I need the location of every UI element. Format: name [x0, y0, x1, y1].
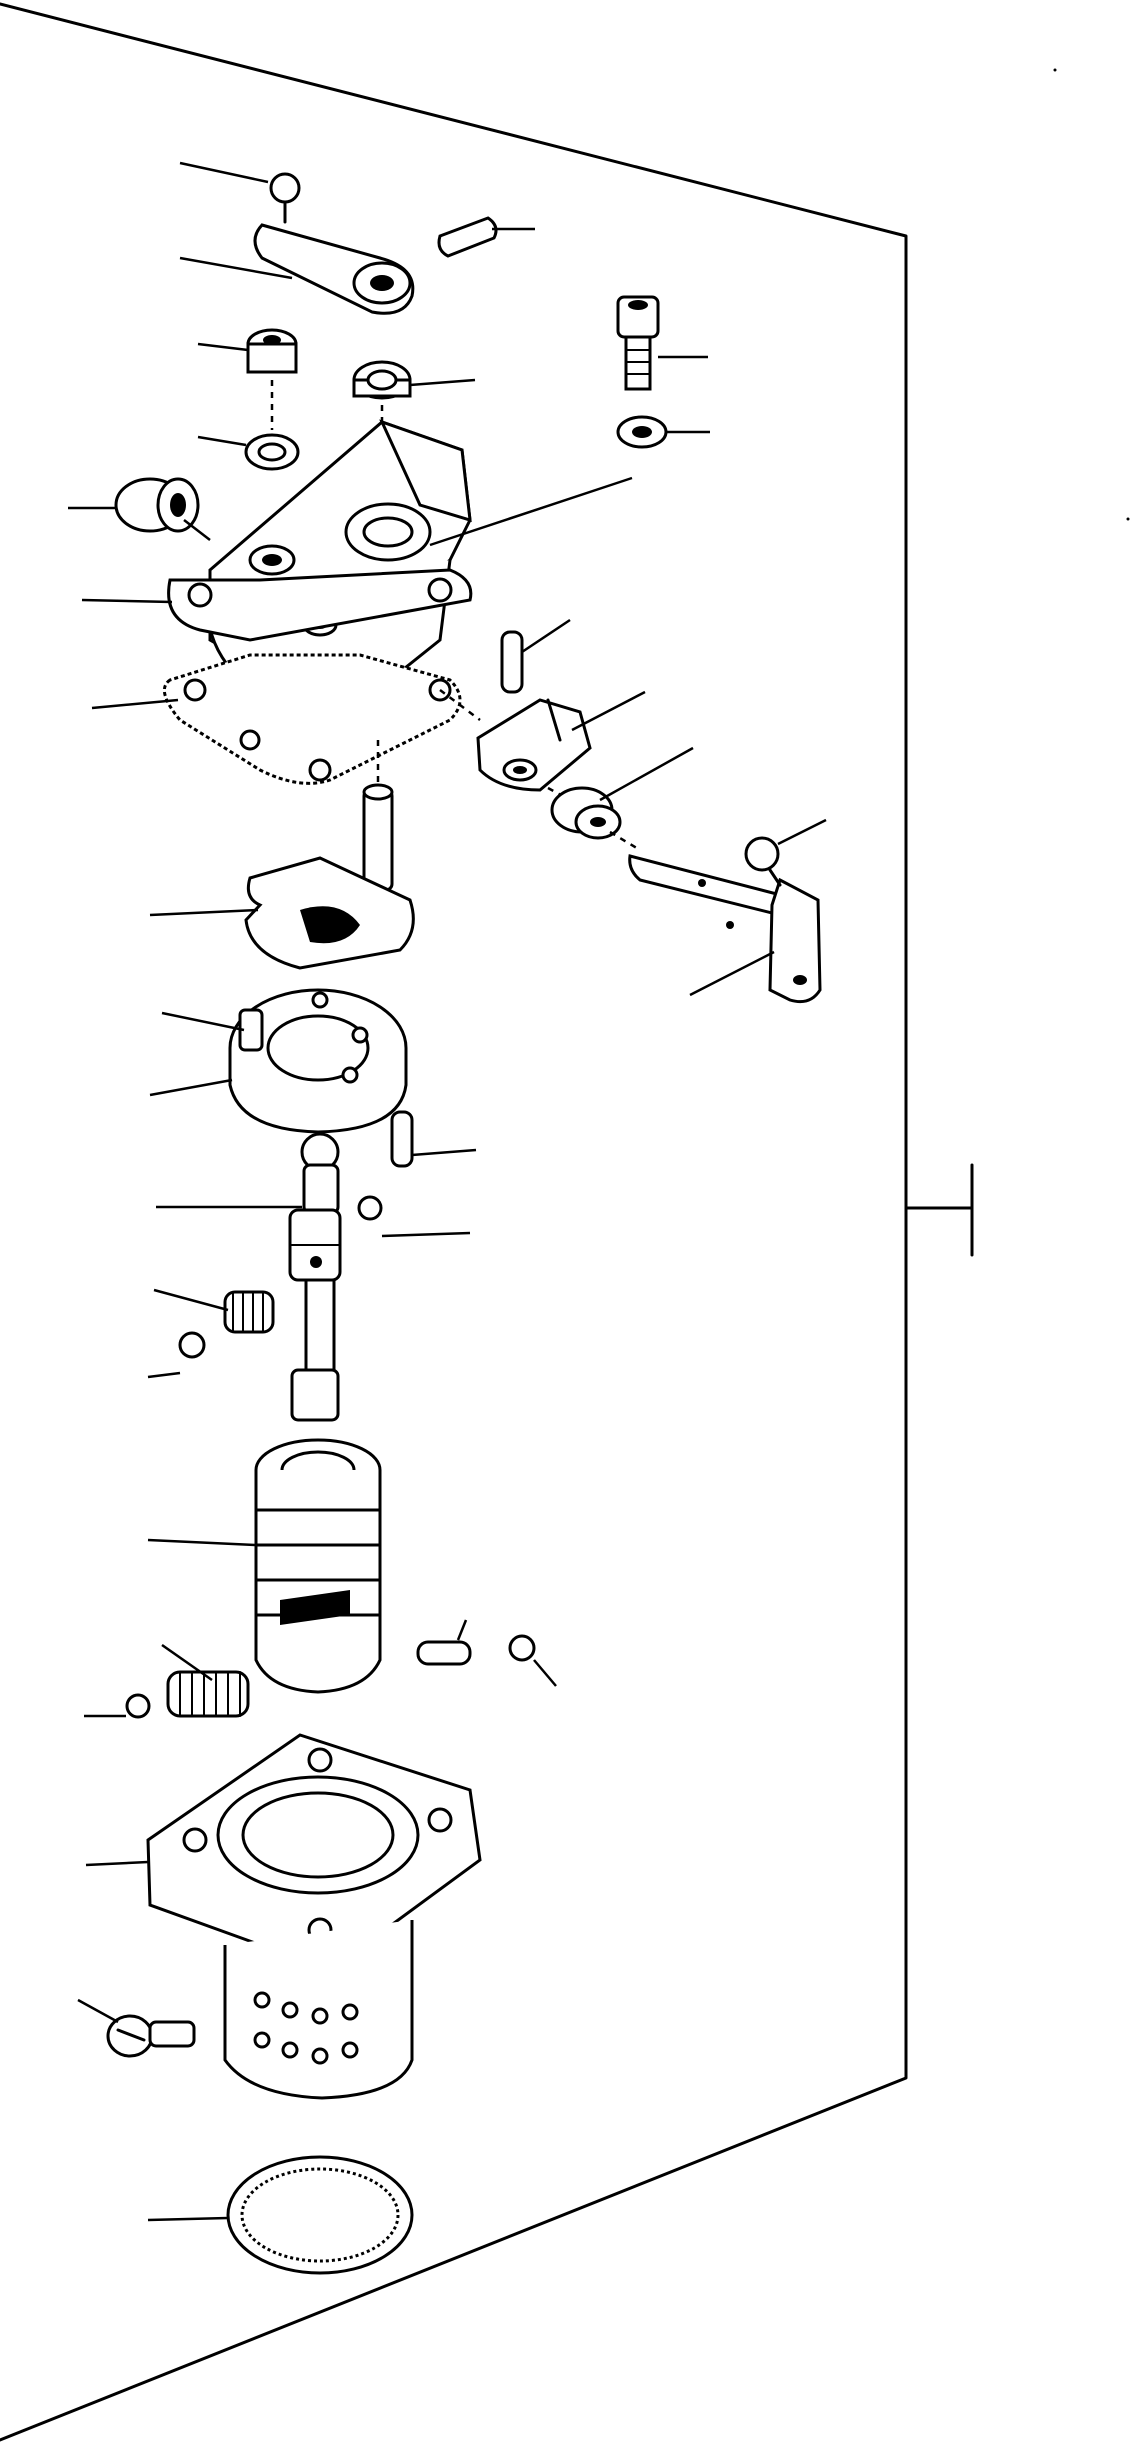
stray-dot-1 [1053, 68, 1057, 72]
leader-32 [85, 1860, 149, 1867]
leader-18 [149, 908, 259, 917]
leader-7 [197, 435, 247, 447]
slotted-screw [106, 2014, 196, 2058]
leader-25 [153, 1288, 229, 1312]
leader-17 [777, 818, 827, 846]
pin-top [437, 216, 498, 258]
spring-large-lower [166, 1670, 250, 1718]
steel-ball-2 [178, 1331, 206, 1359]
gasket [162, 653, 462, 785]
leader-19 [689, 950, 775, 997]
steel-ball-4 [125, 1693, 151, 1719]
fork-lever [476, 698, 592, 792]
leader-29 [533, 1659, 557, 1687]
leader-34 [147, 2216, 229, 2222]
shaft-lever-right [628, 836, 822, 1004]
plug-left [246, 328, 298, 374]
spring-small-upper [223, 1290, 275, 1334]
leader-20 [161, 1011, 245, 1032]
leader-16 [599, 746, 694, 802]
control-pin [362, 783, 394, 892]
pump-body [146, 1733, 482, 2100]
side-seal-ring [114, 477, 200, 533]
thrust-ring [228, 988, 408, 1134]
leader-2 [179, 256, 293, 280]
governor-sleeve [254, 1438, 382, 1694]
leader-28 [456, 1619, 468, 1641]
leader-1 [179, 161, 269, 184]
leader-5 [409, 378, 476, 387]
valve-stem [288, 1132, 342, 1422]
steel-ball-1 [357, 1195, 383, 1221]
steel-ball-3 [508, 1634, 536, 1662]
leader-33 [77, 1998, 119, 2024]
leader-22 [411, 1148, 477, 1157]
leader-14 [521, 618, 571, 654]
stop-plate [244, 856, 415, 970]
leader-15 [571, 690, 646, 732]
top-lever-arm [253, 172, 415, 315]
leader-21 [149, 1078, 233, 1097]
lock-washer [616, 415, 668, 449]
lower-pin-right [416, 1640, 472, 1666]
leader-4 [197, 342, 249, 352]
leader-lines [68, 161, 827, 2222]
dowel-pin-right [500, 630, 524, 694]
cap-screw [616, 295, 660, 391]
assembly-frame [0, 2, 974, 2442]
washer-left [244, 433, 300, 471]
leader-13 [91, 698, 179, 710]
leader-26 [147, 1371, 181, 1379]
small-pin-center [390, 1110, 414, 1168]
bushing-right [550, 786, 622, 840]
leader-11 [429, 476, 633, 547]
leader-30 [161, 1643, 213, 1682]
stray-dot-2 [1126, 517, 1130, 521]
leader-10 [183, 519, 211, 541]
washer-center [352, 360, 412, 400]
leader-24 [381, 1231, 471, 1238]
leader-12 [81, 598, 173, 604]
leader-27 [147, 1538, 257, 1547]
o-ring [226, 2155, 414, 2275]
